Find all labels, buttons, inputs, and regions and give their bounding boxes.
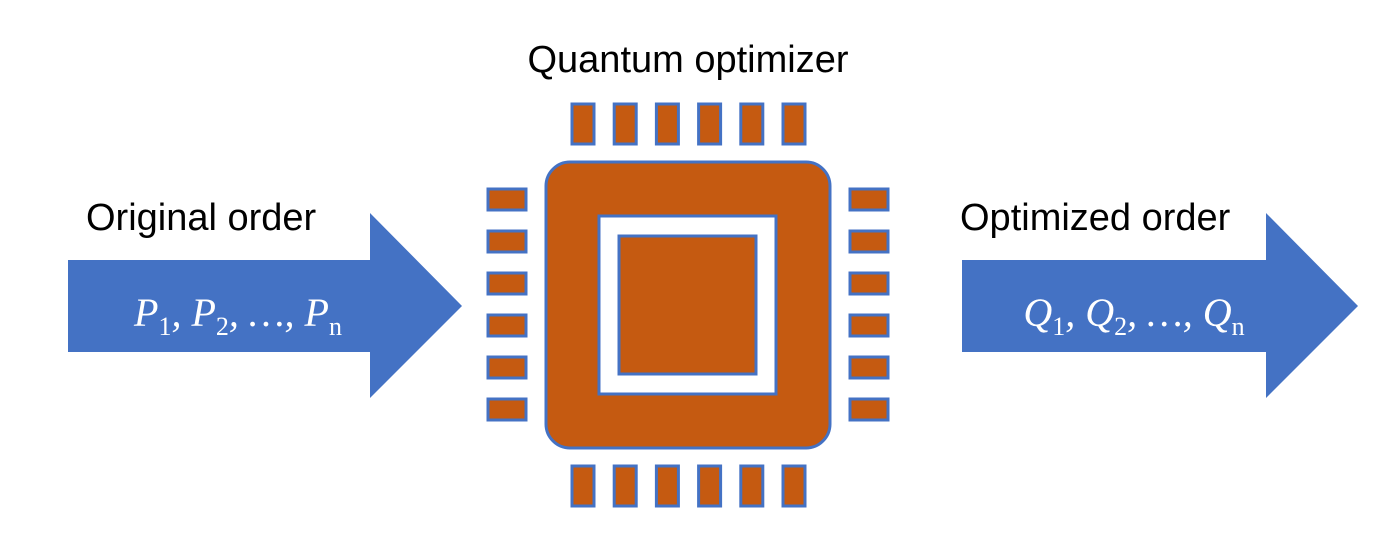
input-sequence-term-3: … <box>249 290 285 335</box>
input-sequence-separator-3: , <box>285 290 305 335</box>
chip-pin-bottom-3 <box>654 464 680 508</box>
chip-pin-bottom-6 <box>781 464 807 508</box>
output-sequence-term-3: … <box>1147 290 1183 335</box>
output-label: Optimized order <box>960 197 1231 239</box>
chip-pins-right <box>848 187 890 422</box>
output-sequence-term-1: Q <box>1023 290 1052 335</box>
chip-pin-top-6 <box>781 102 807 146</box>
chip-pin-right-3 <box>848 271 890 296</box>
chip-pin-right-1 <box>848 187 890 212</box>
input-label: Original order <box>86 197 317 239</box>
output-sequence-term-4: Q <box>1203 290 1232 335</box>
chip-pin-left-5 <box>486 355 528 380</box>
output-sequence-subscript-1: 1 <box>1052 312 1065 341</box>
chip-core <box>617 234 758 376</box>
input-sequence: P1, P2, …, Pn <box>133 290 342 341</box>
chip-pin-right-5 <box>848 355 890 380</box>
input-sequence-separator-1: , <box>171 290 191 335</box>
chip-pin-left-2 <box>486 229 528 254</box>
chip-pins-top <box>570 102 807 146</box>
input-arrow <box>68 213 462 398</box>
output-sequence-term-2: Q <box>1085 290 1114 335</box>
chip-pin-left-6 <box>486 397 528 422</box>
chip-pin-left-4 <box>486 313 528 338</box>
chip-pin-bottom-5 <box>739 464 765 508</box>
chip-pin-top-3 <box>654 102 680 146</box>
chip <box>486 102 890 508</box>
input-sequence-separator-2: , <box>229 290 249 335</box>
output-sequence-subscript-2: 2 <box>1114 312 1127 341</box>
chip-pin-right-6 <box>848 397 890 422</box>
output-sequence: Q1, Q2, …, Qn <box>1023 290 1244 341</box>
output-arrow <box>962 213 1358 398</box>
chip-pin-right-2 <box>848 229 890 254</box>
chip-pin-top-1 <box>570 102 596 146</box>
chip-pin-left-3 <box>486 271 528 296</box>
input-sequence-subscript-2: 2 <box>216 312 229 341</box>
chip-title: Quantum optimizer <box>527 39 848 81</box>
input-sequence-subscript-4: n <box>329 312 342 341</box>
output-sequence-separator-1: , <box>1065 290 1085 335</box>
input-sequence-term-1: P <box>133 290 158 335</box>
chip-pin-bottom-4 <box>697 464 723 508</box>
chip-pin-left-1 <box>486 187 528 212</box>
input-sequence-term-4: P <box>304 290 329 335</box>
chip-pin-top-2 <box>612 102 638 146</box>
output-sequence-separator-2: , <box>1127 290 1147 335</box>
output-sequence-subscript-4: n <box>1232 312 1245 341</box>
chip-pin-top-4 <box>697 102 723 146</box>
chip-pins-left <box>486 187 528 422</box>
chip-pin-bottom-2 <box>612 464 638 508</box>
chip-pin-right-4 <box>848 313 890 338</box>
chip-pins-bottom <box>570 464 807 508</box>
input-sequence-term-2: P <box>190 290 215 335</box>
output-sequence-separator-3: , <box>1183 290 1203 335</box>
chip-pin-bottom-1 <box>570 464 596 508</box>
input-sequence-subscript-1: 1 <box>158 312 171 341</box>
chip-pin-top-5 <box>739 102 765 146</box>
